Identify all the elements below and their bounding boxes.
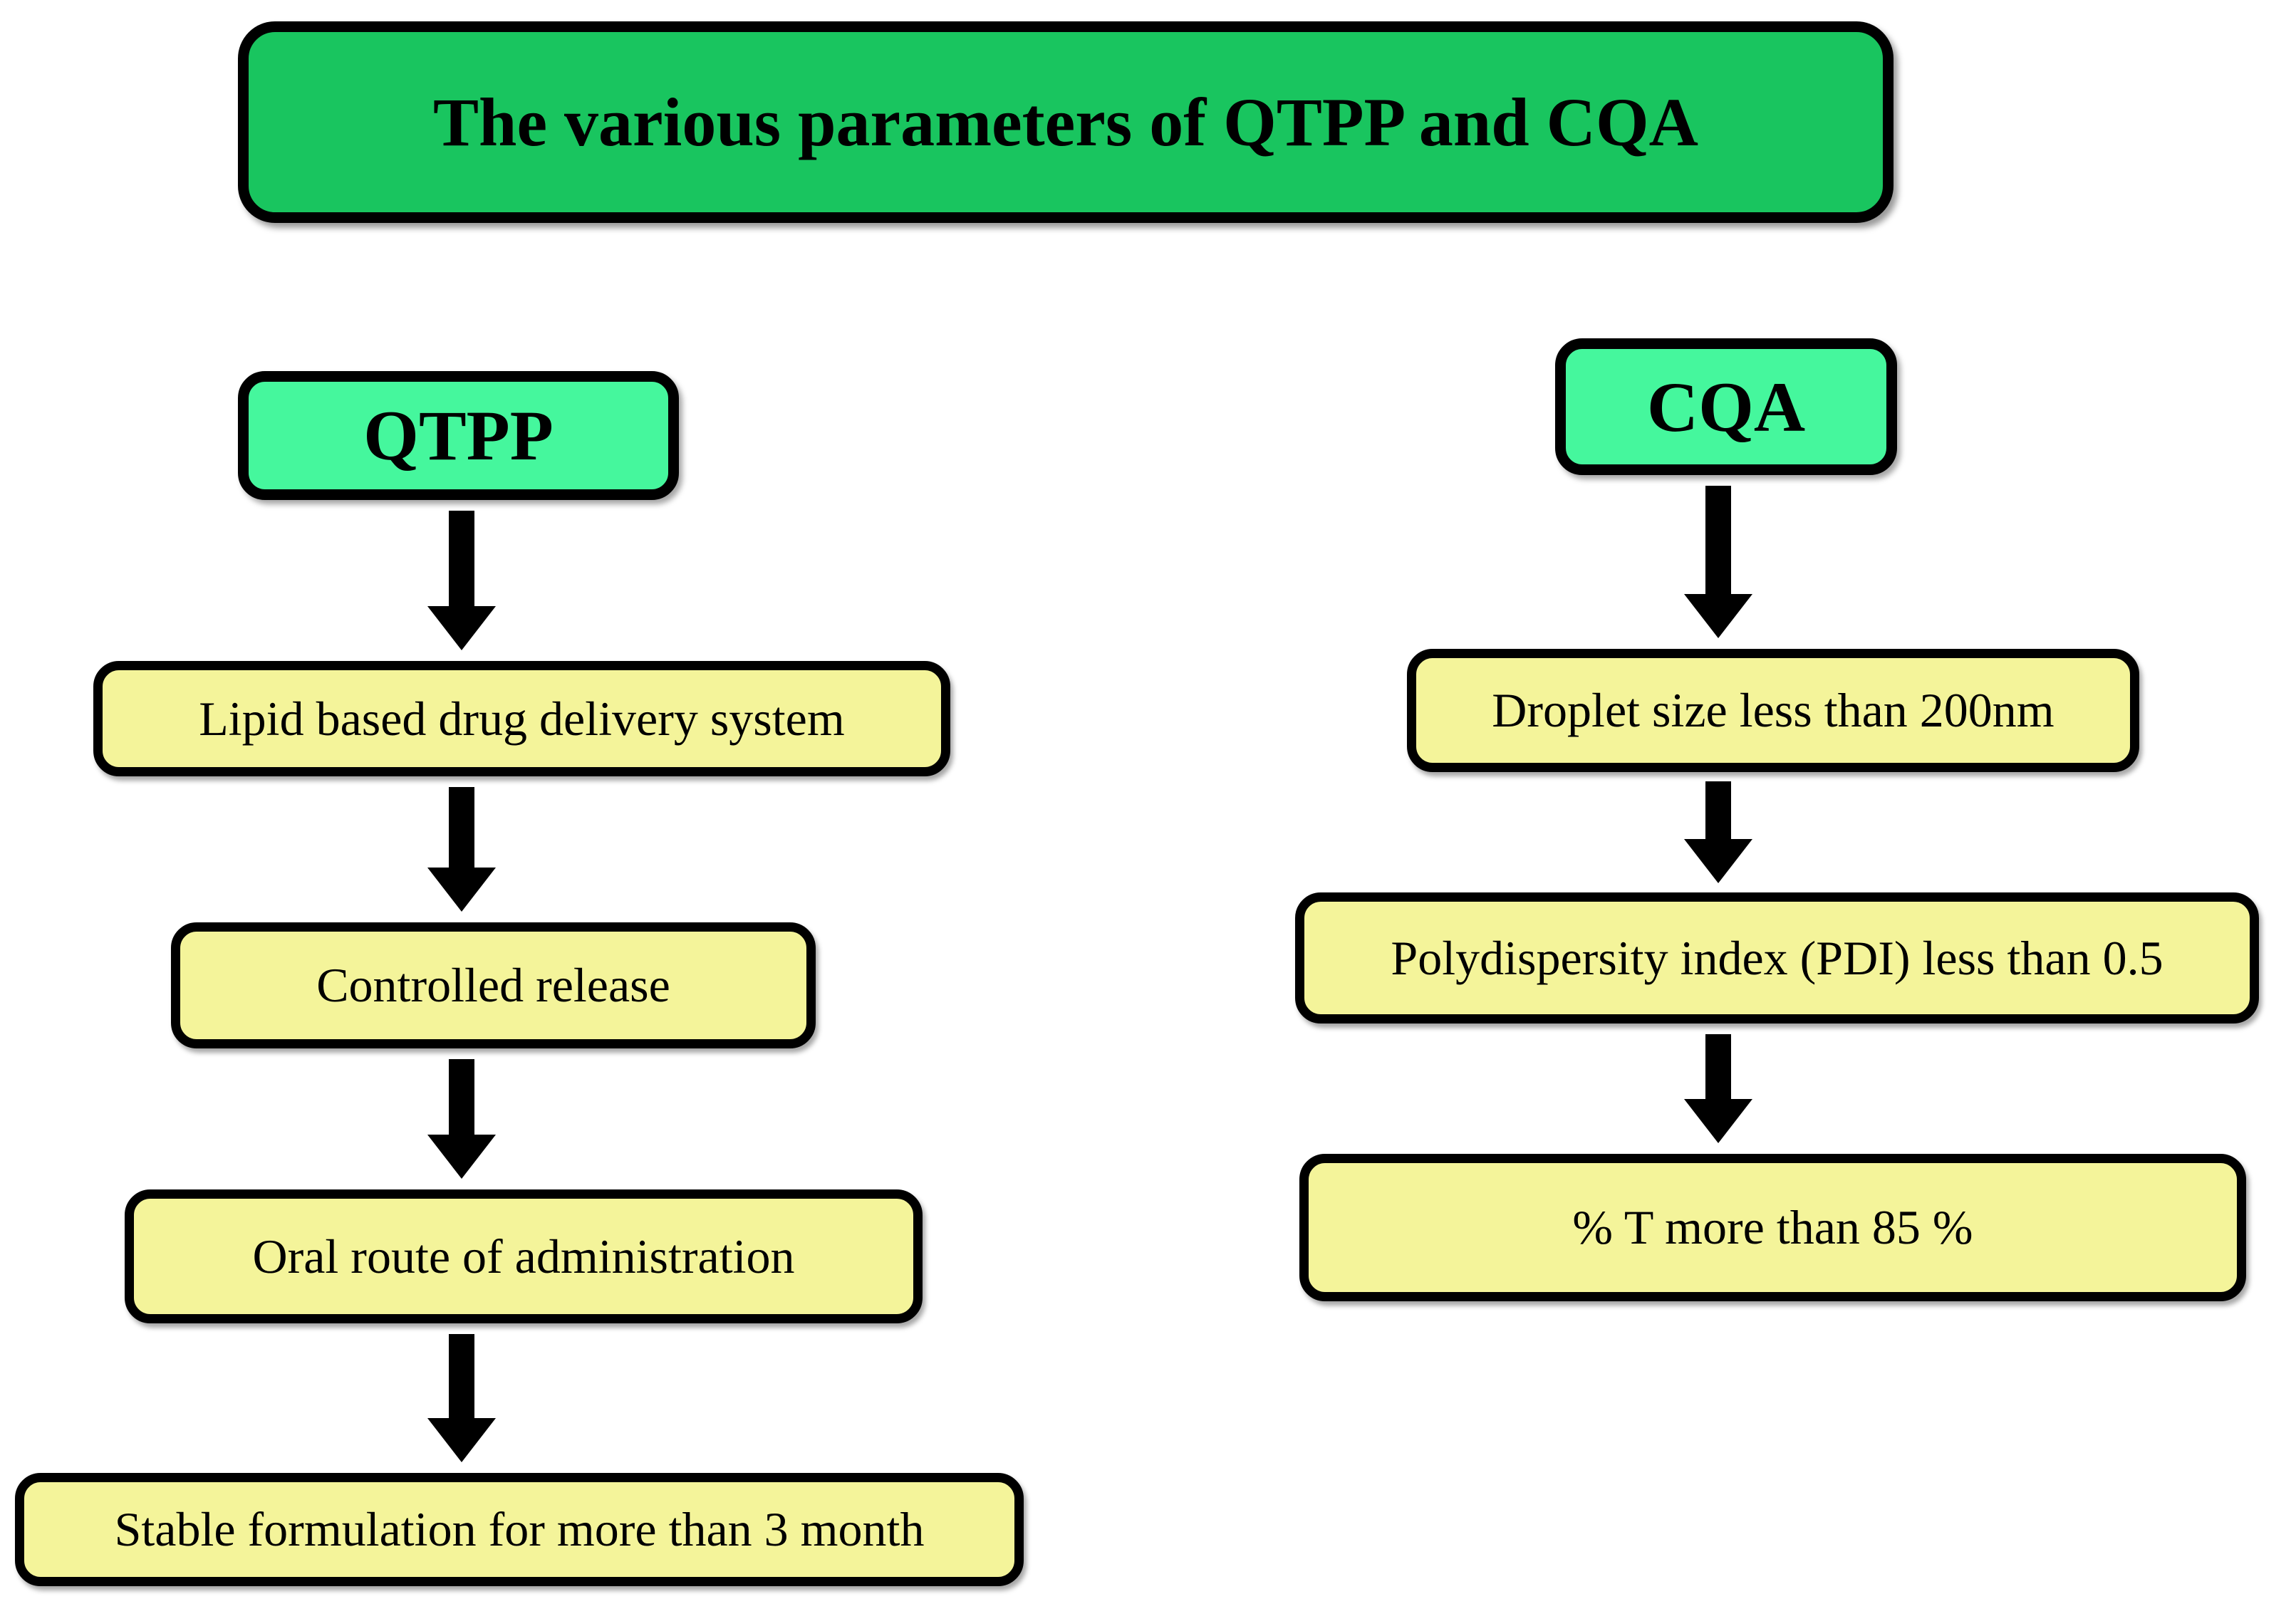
qtpp-item-controlled-release: Controlled release (171, 922, 816, 1048)
cqa-item-label: % T more than 85 % (1572, 1200, 1973, 1255)
arrow-head-icon (427, 606, 496, 650)
cqa-item-label: Polydispersity index (PDI) less than 0.5 (1391, 930, 2163, 985)
arrow-head-icon (427, 868, 496, 912)
arrow-shaft (1705, 486, 1731, 594)
cqa-item-droplet-size: Droplet size less than 200nm (1407, 649, 2139, 772)
down-arrow-qtpp-4 (427, 1334, 496, 1462)
arrow-head-icon (427, 1418, 496, 1462)
arrow-shaft (449, 1059, 474, 1135)
down-arrow-qtpp-2 (427, 787, 496, 912)
arrow-shaft (449, 511, 474, 606)
arrow-shaft (1705, 1034, 1731, 1099)
arrow-head-icon (1684, 1099, 1752, 1143)
arrow-head-icon (1684, 839, 1752, 883)
cqa-item-pdi: Polydispersity index (PDI) less than 0.5 (1295, 892, 2259, 1024)
cqa-header-box: CQA (1555, 338, 1897, 475)
down-arrow-qtpp-1 (427, 511, 496, 650)
arrow-shaft (1705, 781, 1731, 839)
qtpp-header-box: QTPP (238, 371, 679, 500)
qtpp-item-label: Stable formulation for more than 3 month (114, 1502, 925, 1557)
cqa-item-percent-t: % T more than 85 % (1299, 1154, 2246, 1301)
qtpp-item-lipid-based: Lipid based drug delivery system (93, 661, 950, 776)
arrow-head-icon (1684, 594, 1752, 638)
down-arrow-qtpp-3 (427, 1059, 496, 1179)
down-arrow-cqa-2 (1684, 781, 1752, 883)
qtpp-item-label: Oral route of administration (252, 1229, 795, 1283)
qtpp-item-oral-route: Oral route of administration (125, 1189, 923, 1323)
down-arrow-cqa-1 (1684, 486, 1752, 638)
qtpp-item-label: Lipid based drug delivery system (199, 691, 845, 746)
arrow-shaft (449, 787, 474, 868)
diagram-title-text: The various parameters of QTPP and CQA (433, 84, 1698, 160)
down-arrow-cqa-3 (1684, 1034, 1752, 1143)
arrow-head-icon (427, 1135, 496, 1179)
cqa-header-text: CQA (1646, 367, 1806, 447)
cqa-item-label: Droplet size less than 200nm (1492, 683, 2055, 738)
arrow-shaft (449, 1334, 474, 1418)
qtpp-header-text: QTPP (363, 396, 554, 475)
qtpp-item-stable-formulation: Stable formulation for more than 3 month (15, 1473, 1024, 1586)
diagram-title-box: The various parameters of QTPP and CQA (238, 21, 1894, 223)
qtpp-item-label: Controlled release (316, 958, 670, 1013)
